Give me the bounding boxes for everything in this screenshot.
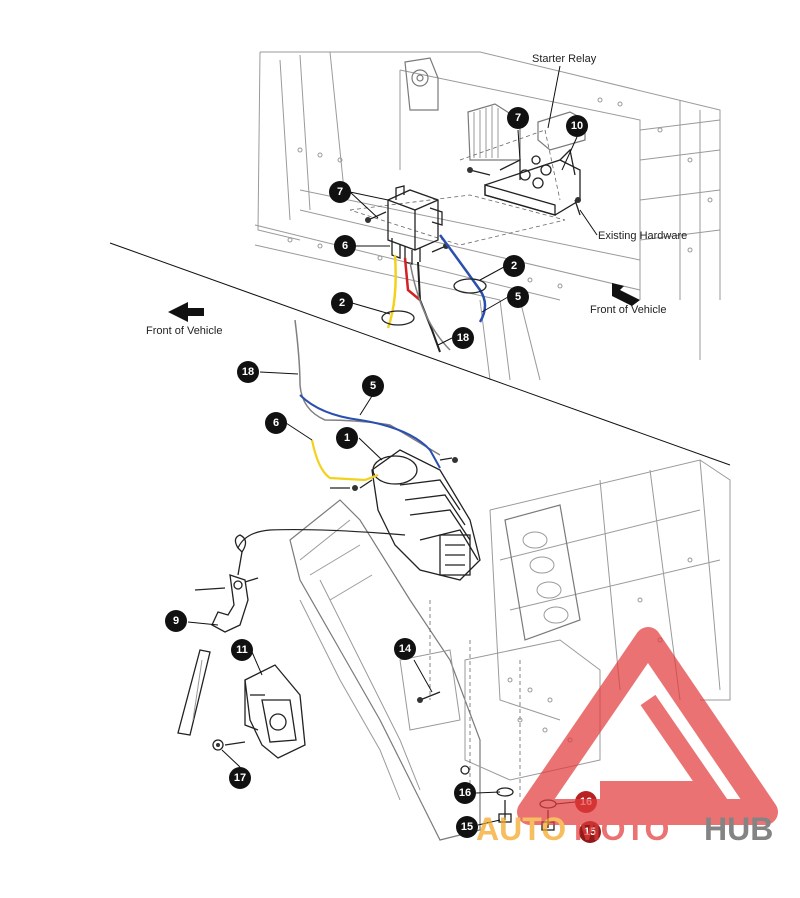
wire-black-upper — [417, 261, 441, 353]
svg-text:18: 18 — [457, 332, 469, 344]
svg-text:7: 7 — [515, 112, 521, 124]
callout-5-upper: 5 — [507, 286, 529, 308]
svg-text:15: 15 — [584, 826, 596, 838]
callout-15-left: 15 — [456, 816, 478, 838]
front-arrow-left-icon — [168, 302, 204, 322]
callout-11: 11 — [231, 639, 253, 661]
fairlead-bracket — [244, 664, 306, 759]
callout-7-relay: 7 — [507, 107, 529, 129]
svg-text:14: 14 — [399, 643, 412, 655]
svg-text:15: 15 — [461, 821, 473, 833]
svg-text:17: 17 — [234, 772, 246, 784]
callout-2-left: 2 — [331, 292, 353, 314]
svg-text:11: 11 — [236, 644, 248, 656]
svg-text:2: 2 — [339, 297, 345, 309]
winch — [330, 449, 481, 581]
callout-5-lower: 5 — [362, 375, 384, 397]
starter-relay-label: Starter Relay — [532, 53, 597, 65]
wire-blue-upper — [438, 234, 487, 323]
callout-14: 14 — [394, 638, 416, 660]
svg-text:9: 9 — [173, 615, 179, 627]
svg-text:5: 5 — [515, 291, 521, 303]
watermark-text-moto: MOTO — [574, 811, 669, 847]
lower-wires — [294, 319, 458, 482]
svg-text:7: 7 — [337, 186, 343, 198]
hook — [194, 574, 259, 633]
svg-text:6: 6 — [273, 417, 279, 429]
callouts: 7 10 7 6 2 2 5 18 18 5 6 1 9 11 14 17 16… — [165, 107, 601, 843]
winch-cable — [234, 528, 406, 576]
svg-text:16: 16 — [459, 787, 471, 799]
wire-yellow-upper — [386, 254, 397, 329]
callout-17: 17 — [229, 767, 251, 789]
watermark-text-hub: HUB — [704, 811, 773, 847]
callout-leaders — [187, 129, 578, 826]
svg-text:18: 18 — [242, 366, 254, 378]
lower-frame — [289, 459, 731, 841]
callout-6-lower: 6 — [265, 412, 287, 434]
front-arrow-right-icon — [612, 283, 640, 306]
svg-text:1: 1 — [344, 432, 350, 444]
front-of-vehicle-right-label: Front of Vehicle — [590, 304, 666, 316]
callout-6-upper: 6 — [334, 235, 356, 257]
fasteners — [212, 691, 557, 831]
watermark-text-auto: AUTO — [476, 811, 566, 847]
wire-yellow-lower — [310, 439, 379, 482]
wire-blue-lower — [299, 394, 441, 469]
heat-sink — [467, 103, 521, 161]
frame-crossmember — [504, 504, 581, 641]
svg-text:2: 2 — [511, 260, 517, 272]
contactor-wires — [381, 234, 487, 353]
wire-red-upper — [403, 257, 421, 301]
watermark-logo: AUTO MOTO HUB — [476, 627, 778, 847]
callout-2-right: 2 — [503, 255, 525, 277]
callout-10: 10 — [566, 115, 588, 137]
callout-16-left: 16 — [454, 782, 476, 804]
separator-line — [109, 242, 731, 466]
callout-18-upper: 18 — [452, 327, 474, 349]
upper-frame — [254, 51, 721, 381]
callout-18-lower: 18 — [237, 361, 259, 383]
svg-text:6: 6 — [342, 240, 348, 252]
contactor — [365, 185, 449, 265]
svg-text:5: 5 — [370, 380, 376, 392]
callout-1: 1 — [336, 427, 358, 449]
front-of-vehicle-left-label: Front of Vehicle — [146, 325, 222, 337]
callout-9: 9 — [165, 610, 187, 632]
svg-text:10: 10 — [571, 120, 583, 132]
callout-7-contactor: 7 — [329, 181, 351, 203]
hook-strap — [177, 649, 211, 736]
callout-15-right: 15 — [579, 821, 601, 843]
existing-hardware-label: Existing Hardware — [598, 230, 687, 242]
wire-gray-upper — [409, 261, 451, 351]
starter-relay — [467, 111, 586, 216]
